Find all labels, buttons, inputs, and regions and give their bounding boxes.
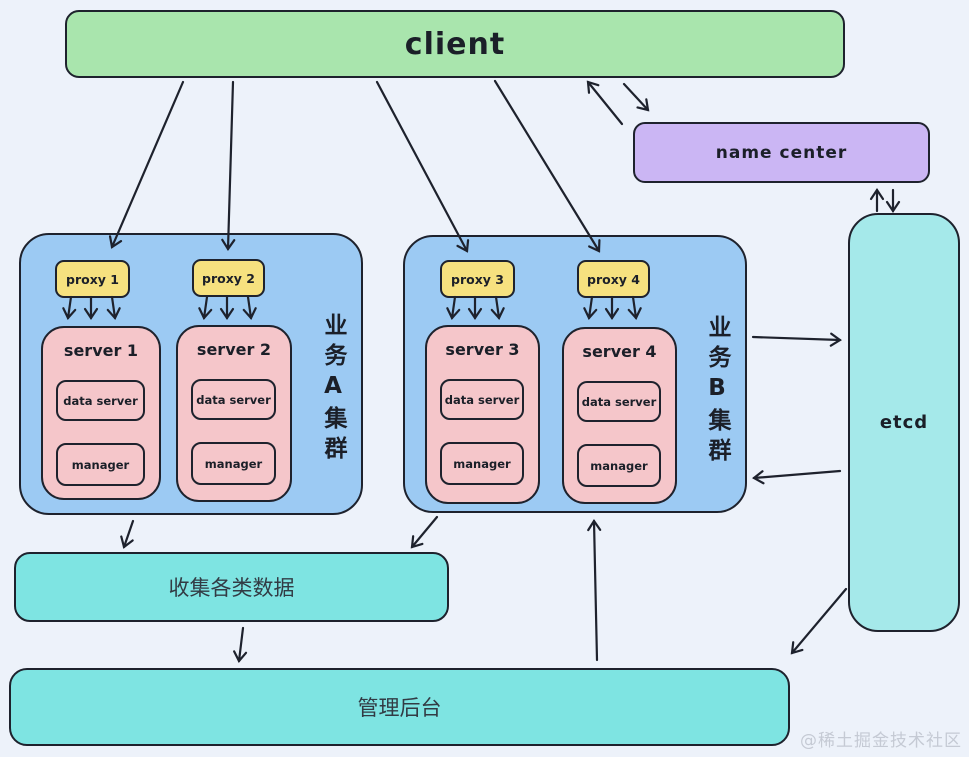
server-1-title: server 1 (63, 341, 139, 360)
node-server-4: server 4 data server manager (562, 327, 677, 504)
collect-data-label: 收集各类数据 (168, 576, 295, 600)
cluster-a: proxy 1 proxy 2 server 1 data server man… (19, 233, 363, 515)
node-etcd: etcd (848, 213, 960, 632)
client-label: client (404, 26, 506, 62)
edge-collect-admin (233, 626, 248, 663)
node-collect-data: 收集各类数据 (14, 552, 449, 622)
node-name-center: name center (633, 122, 930, 183)
edge-client-proxy3 (375, 80, 470, 253)
edge-clusterb-etcd (751, 332, 842, 347)
server-4-manager: manager (577, 444, 661, 487)
node-server-3: server 3 data server manager (425, 325, 540, 504)
node-proxy-1: proxy 1 (55, 260, 130, 298)
cluster-b-label: 业务B集群 (704, 315, 730, 468)
node-client: client (65, 10, 845, 78)
server-2-data-server: data server (191, 379, 276, 420)
server-3-title: server 3 (445, 340, 520, 359)
name-center-label: name center (715, 142, 848, 163)
edge-clusterb-collect (410, 515, 439, 549)
server-2-title: server 2 (196, 340, 272, 359)
node-server-1: server 1 data server manager (41, 326, 161, 500)
etcd-label: etcd (879, 412, 929, 433)
edge-namecenter-client (586, 80, 624, 126)
edge-etcd-clusterb (752, 469, 842, 485)
edge-client-proxy2 (221, 80, 236, 251)
edge-client-proxy4 (493, 79, 601, 253)
edge-client-namecenter (622, 82, 650, 112)
admin-backend-label: 管理后台 (357, 696, 442, 720)
node-server-2: server 2 data server manager (176, 325, 292, 502)
server-3-data-server: data server (440, 379, 524, 420)
node-proxy-4: proxy 4 (577, 260, 650, 298)
server-1-data-server: data server (56, 380, 145, 421)
edge-clustera-collect (120, 519, 135, 549)
server-1-manager: manager (56, 443, 145, 486)
node-proxy-2: proxy 2 (192, 259, 265, 297)
cluster-a-label: 业务A集群 (320, 313, 346, 466)
node-proxy-3: proxy 3 (440, 260, 515, 298)
edge-admin-clusterb (587, 519, 602, 662)
watermark: @稀土掘金技术社区 (800, 731, 962, 751)
server-3-manager: manager (440, 442, 524, 485)
edge-client-proxy1 (108, 80, 185, 249)
server-4-title: server 4 (582, 342, 657, 361)
cluster-b: proxy 3 proxy 4 server 3 data server man… (403, 235, 747, 513)
server-4-data-server: data server (577, 381, 661, 422)
server-2-manager: manager (191, 442, 276, 485)
edge-etcd-admin (790, 587, 848, 655)
node-admin-backend: 管理后台 (9, 668, 790, 746)
